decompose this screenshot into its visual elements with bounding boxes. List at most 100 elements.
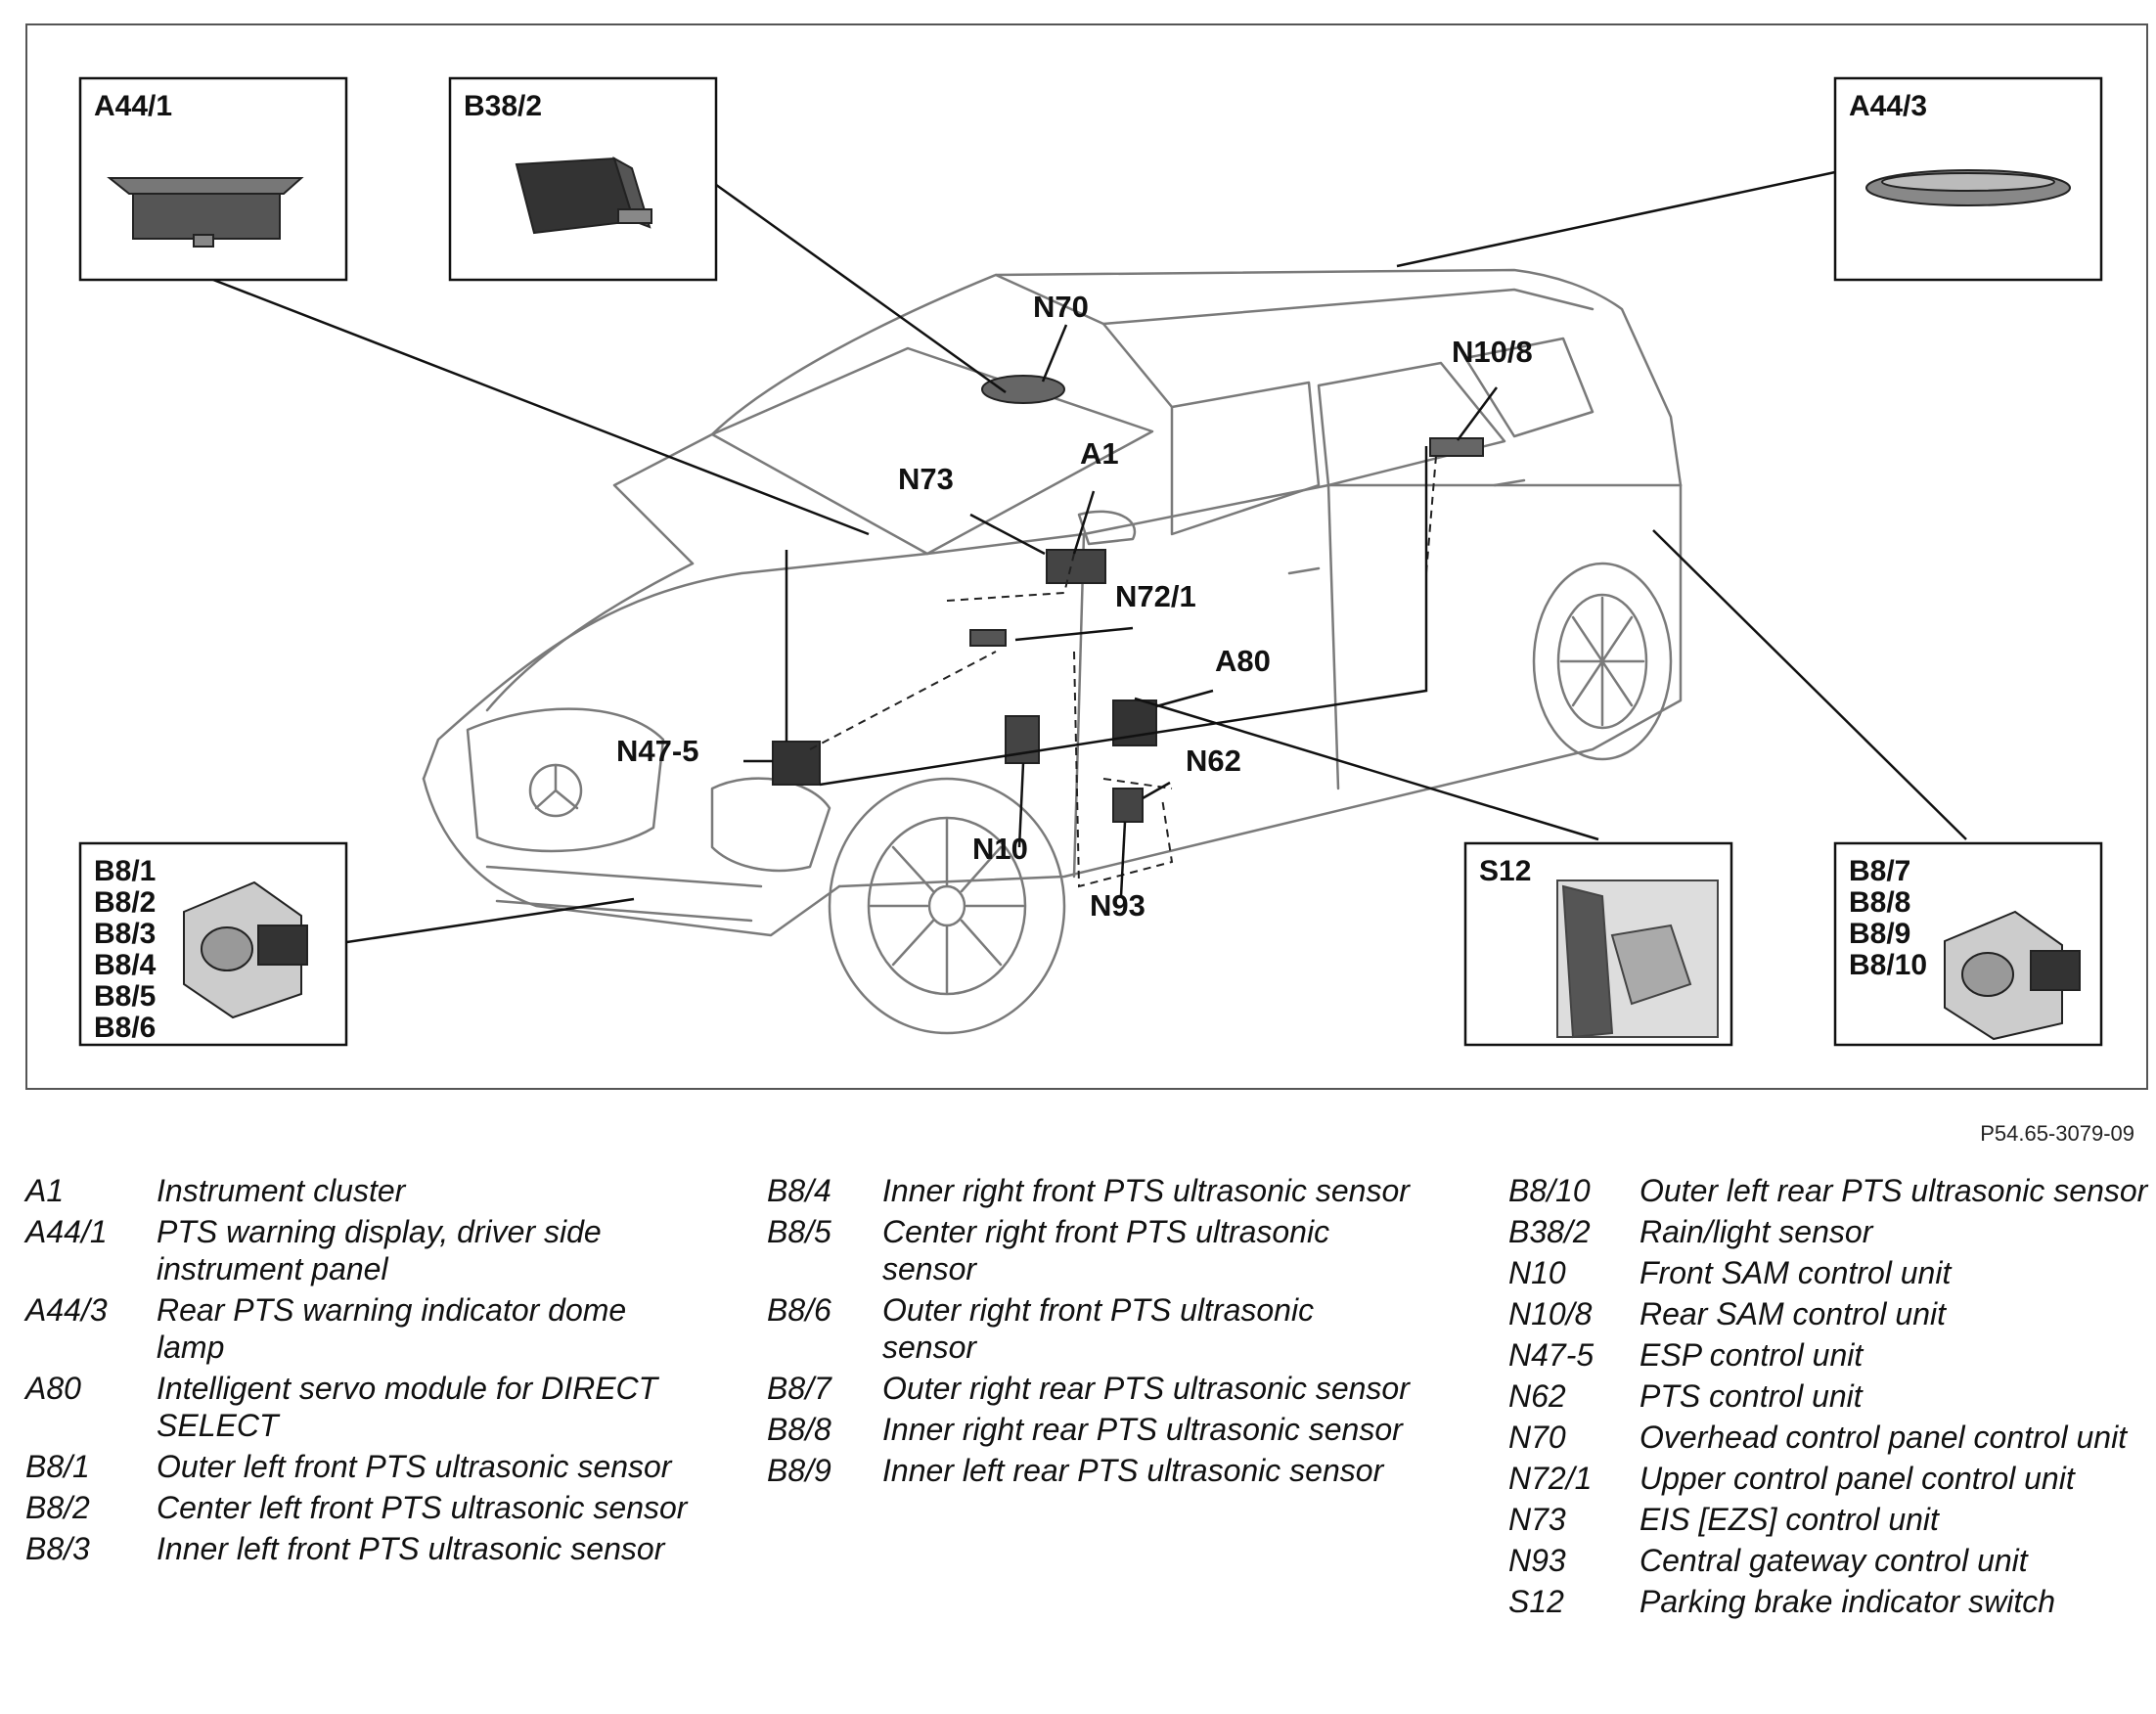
legend-item: B38/2 Rain/light sensor [1508, 1213, 2154, 1250]
callout-a1: A1 [1080, 436, 1119, 471]
callout-n73: N73 [898, 462, 954, 496]
legend-item: B8/6 Outer right front PTS ultrasonic sen… [767, 1291, 1413, 1366]
callout-n62: N62 [1186, 744, 1241, 778]
legend-code: N10/8 [1508, 1296, 1593, 1331]
callout-n93: N93 [1090, 888, 1145, 923]
legend-code: N72/1 [1508, 1461, 1593, 1496]
legend-description: ESP control unit [1639, 1337, 1864, 1373]
legend-code: N73 [1508, 1502, 1566, 1537]
legend-item: N10/8 Rear SAM control unit [1508, 1295, 2154, 1332]
label-b8-2: B8/2 [94, 886, 156, 919]
legend-code: B8/8 [767, 1412, 831, 1447]
legend-code: N93 [1508, 1543, 1566, 1578]
legend-description: Rain/light sensor [1639, 1214, 1873, 1249]
legend-description: Center right front PTS ultrasonic sensor [882, 1214, 1330, 1286]
label-b38-2: B38/2 [464, 90, 542, 122]
leader-lines [212, 170, 1967, 945]
legend-item: B8/9 Inner left rear PTS ultrasonic senso… [767, 1452, 1413, 1489]
legend-code: B8/5 [767, 1214, 831, 1249]
callout-n10-8: N10/8 [1452, 335, 1533, 369]
legend-code: A44/1 [25, 1214, 108, 1249]
legend-code: N70 [1508, 1420, 1566, 1455]
label-b8-7: B8/7 [1849, 855, 1910, 887]
legend-item: N73 EIS [EZS] control unit [1508, 1501, 2154, 1538]
label-b8-8: B8/8 [1849, 886, 1910, 919]
legend-code: B38/2 [1508, 1214, 1591, 1249]
legend-column-2: B8/4 Inner right front PTS ultrasonic sen… [767, 1172, 1413, 1493]
callout-n47-5: N47-5 [616, 734, 698, 768]
legend-description: Front SAM control unit [1639, 1255, 1952, 1290]
legend-item: A44/1 PTS warning display, driver side in… [25, 1213, 691, 1287]
legend-item: A44/3 Rear PTS warning indicator dome lam… [25, 1291, 691, 1366]
label-s12: S12 [1479, 855, 1531, 887]
legend-code: N47-5 [1508, 1337, 1595, 1373]
a44-1-part-picture [107, 177, 304, 248]
legend-code: N62 [1508, 1378, 1566, 1414]
legend-description: Center left front PTS ultrasonic sensor [157, 1490, 688, 1525]
diagram-canvas: A44/1 B38/2 A44/3 S12 B8/1 B8/2 B8/3 B8/… [78, 76, 2103, 1047]
legend-description: Inner left front PTS ultrasonic sensor [157, 1531, 665, 1566]
legend-code: A44/3 [25, 1292, 108, 1328]
legend-code: B8/4 [767, 1173, 831, 1208]
label-b8-5: B8/5 [94, 980, 156, 1013]
legend-code: A1 [25, 1173, 65, 1208]
legend-item: N47-5 ESP control unit [1508, 1336, 2154, 1374]
callout-n72-1: N72/1 [1115, 579, 1196, 613]
legend-code: B8/9 [767, 1453, 831, 1488]
legend-description: Upper control panel control unit [1639, 1461, 2075, 1496]
legend-item: N93 Central gateway control unit [1508, 1542, 2154, 1579]
label-b8-6: B8/6 [94, 1012, 156, 1044]
legend-column-3: B8/10 Outer left rear PTS ultrasonic sens… [1508, 1172, 2154, 1624]
component-markers [772, 375, 1484, 823]
legend-item: N70 Overhead control panel control unit [1508, 1419, 2154, 1456]
figure-id: P54.65-3079-09 [1980, 1121, 2134, 1146]
legend-description: Rear PTS warning indicator dome lamp [157, 1292, 627, 1365]
legend-code: B8/6 [767, 1292, 831, 1328]
legend-description: Outer right rear PTS ultrasonic sensor [882, 1371, 1410, 1406]
legend-code: B8/10 [1508, 1173, 1591, 1208]
legend-description: PTS warning display, driver side instrum… [157, 1214, 602, 1286]
legend-code: B8/1 [25, 1449, 90, 1484]
wiring-trunk [785, 446, 1428, 787]
label-a44-1: A44/1 [94, 90, 172, 122]
callout-n70: N70 [1033, 290, 1089, 324]
label-b8-4: B8/4 [94, 949, 157, 981]
legend-description: EIS [EZS] control unit [1639, 1502, 1939, 1537]
legend-description: Rear SAM control unit [1639, 1296, 1947, 1331]
b8-rear-sensor-picture [1944, 910, 2081, 1041]
legend-code: B8/2 [25, 1490, 90, 1525]
legend-description: Parking brake indicator switch [1639, 1584, 2056, 1619]
legend-description: Outer left rear PTS ultrasonic sensor [1639, 1173, 2148, 1208]
label-b8-9: B8/9 [1849, 918, 1910, 950]
legend-code: N10 [1508, 1255, 1566, 1290]
legend-description: Inner right front PTS ultrasonic sensor [882, 1173, 1410, 1208]
legend-item: B8/5 Center right front PTS ultrasonic se… [767, 1213, 1413, 1287]
legend-description: Inner right rear PTS ultrasonic sensor [882, 1412, 1403, 1447]
legend-item: N62 PTS control unit [1508, 1377, 2154, 1415]
legend-description: Outer right front PTS ultrasonic sensor [882, 1292, 1315, 1365]
legend-item: B8/4 Inner right front PTS ultrasonic sen… [767, 1172, 1413, 1209]
legend-item: B8/8 Inner right rear PTS ultrasonic sens… [767, 1411, 1413, 1448]
legend-item: B8/7 Outer right rear PTS ultrasonic sens… [767, 1370, 1413, 1407]
legend-description: Overhead control panel control unit [1639, 1420, 2128, 1455]
legend-code: A80 [25, 1371, 81, 1406]
legend-description: Inner left rear PTS ultrasonic sensor [882, 1453, 1384, 1488]
b8-front-sensor-picture [183, 880, 308, 1019]
legend-code: B8/7 [767, 1371, 831, 1406]
label-b8-10: B8/10 [1849, 949, 1927, 981]
legend-item: B8/2 Center left front PTS ultrasonic sen… [25, 1489, 691, 1526]
legend-description: Central gateway control unit [1639, 1543, 2028, 1578]
label-b8-1: B8/1 [94, 855, 156, 887]
a44-3-part-picture [1865, 169, 2071, 206]
legend-item: N10 Front SAM control unit [1508, 1254, 2154, 1291]
car-illustration [422, 268, 1683, 1035]
legend-item: N72/1 Upper control panel control unit [1508, 1460, 2154, 1497]
legend-item: B8/3 Inner left front PTS ultrasonic sens… [25, 1530, 691, 1567]
legend-code: B8/3 [25, 1531, 90, 1566]
legend-description: PTS control unit [1639, 1378, 1863, 1414]
